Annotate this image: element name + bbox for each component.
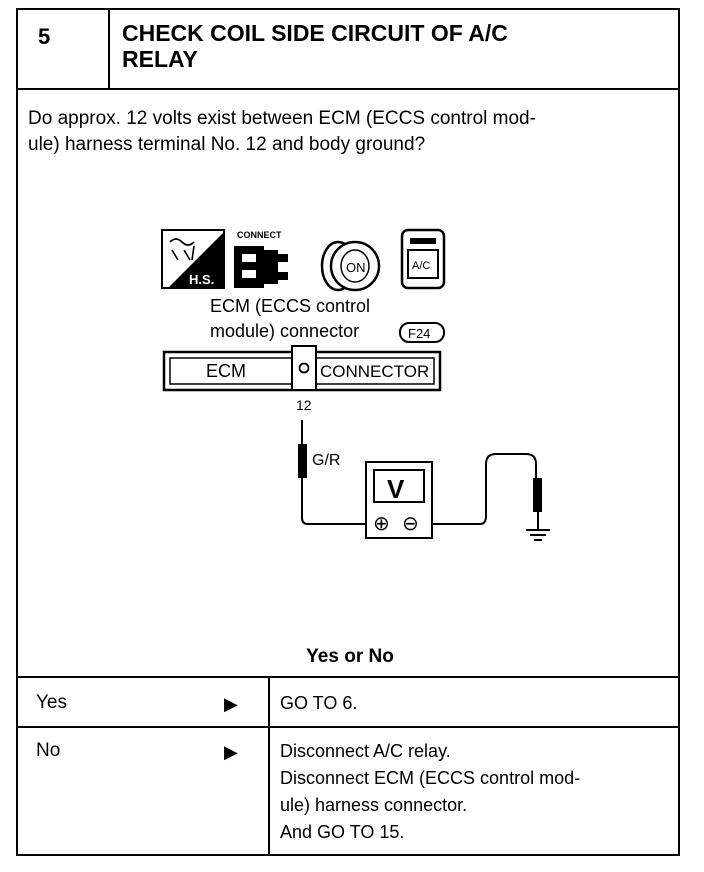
terminal-pin <box>298 362 310 374</box>
question-text: Do approx. 12 volts exist between ECM (E… <box>28 106 668 158</box>
step-number: 5 <box>38 24 51 49</box>
no-action-line: ule) harness connector. <box>280 795 468 815</box>
question-line2: ule) harness terminal No. 12 and body gr… <box>28 134 426 155</box>
decision-middle-rule <box>18 726 678 728</box>
step-frame: 5 CHECK COIL SIDE CIRCUIT OF A/C RELAY D… <box>16 8 680 856</box>
ignition-on-icon: ON <box>320 240 381 292</box>
meter-minus-terminal: ⊖ <box>402 513 419 535</box>
no-action-line: And GO TO 15. <box>280 822 405 842</box>
test-leads <box>298 420 542 530</box>
connector-code: F24 <box>408 326 430 341</box>
measurement-diagram: H.S. CONNECT ON A/C ECM (ECCS contr <box>161 228 550 541</box>
decision-top-rule <box>18 676 678 678</box>
meter-label: V <box>387 474 405 504</box>
connect-label: CONNECT <box>237 230 282 240</box>
no-action-line: Disconnect ECM (ECCS control mod- <box>280 768 581 788</box>
header-divider <box>108 10 110 90</box>
decision-divider <box>268 676 270 856</box>
terminal-number: 12 <box>296 397 312 413</box>
step-title-line2: RELAY <box>122 46 198 72</box>
wire-color-label: G/R <box>312 452 340 469</box>
meter-plus-terminal: ⊕ <box>373 513 390 535</box>
ac-switch-icon: A/C <box>400 228 446 290</box>
ground-icon <box>526 529 550 541</box>
voltmeter-icon: V ⊕ ⊖ <box>365 461 433 539</box>
harness-sensor-icon: H.S. <box>161 229 225 289</box>
connect-icon: CONNECT <box>234 230 288 288</box>
hs-label: H.S. <box>189 272 214 287</box>
connector-caption-line1: ECM (ECCS control <box>210 296 370 316</box>
step-title: CHECK COIL SIDE CIRCUIT OF A/C RELAY <box>122 20 662 72</box>
yes-arrow-icon: ▶ <box>224 694 238 714</box>
no-action-line: Disconnect A/C relay. <box>280 741 451 761</box>
connector-code-badge <box>399 322 445 343</box>
no-arrow-icon: ▶ <box>224 742 238 762</box>
connector-label: CONNECTOR <box>320 362 429 381</box>
step-title-line1: CHECK COIL SIDE CIRCUIT OF A/C <box>122 20 508 46</box>
ac-label: A/C <box>412 260 430 272</box>
connector-caption-line2: module) connector <box>210 321 359 341</box>
on-label: ON <box>346 260 366 275</box>
header-bottom-rule <box>18 88 678 90</box>
yes-or-no-heading: Yes or No <box>306 646 394 667</box>
no-label: No <box>36 740 61 761</box>
no-actions: Disconnect A/C relay. Disconnect ECM (EC… <box>280 738 580 846</box>
question-line1: Do approx. 12 volts exist between ECM (E… <box>28 108 536 129</box>
yes-action: GO TO 6. <box>280 693 358 713</box>
ecm-connector: ECM CONNECTOR <box>162 345 442 392</box>
yes-label: Yes <box>36 692 67 713</box>
ecm-label: ECM <box>206 361 246 381</box>
